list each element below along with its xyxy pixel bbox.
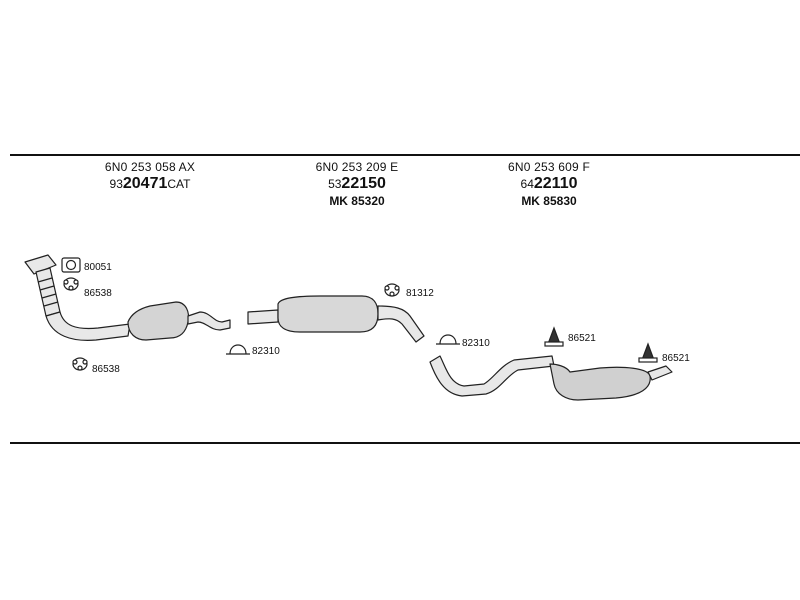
part-label-81312: 81312: [406, 288, 434, 299]
rear-silencer: [549, 363, 673, 401]
center-silencer: [247, 295, 425, 343]
rubber-mount-icon: [72, 357, 88, 371]
part-number-prefix: 53: [328, 177, 342, 191]
part-number-prefix: 93: [109, 177, 123, 191]
part-number-main: 22150: [341, 175, 386, 192]
part-label-82310: 82310: [462, 338, 490, 349]
clamp-icon: [226, 344, 250, 355]
section-1-header: 6N0 253 058 AX 9320471CAT: [70, 160, 230, 194]
part-label-82310: 82310: [252, 346, 280, 357]
section-3-header: 6N0 253 609 F 6422110 MK 85830: [469, 160, 629, 208]
bottom-divider: [10, 442, 800, 444]
part-label-86521: 86521: [568, 333, 596, 344]
rubber-mount-icon: [384, 283, 400, 297]
gasket-icon: [61, 257, 81, 273]
part-number-prefix: 64: [520, 177, 534, 191]
part-label-86538: 86538: [84, 288, 112, 299]
oem-number: 6N0 253 209 E: [315, 160, 399, 174]
section-2-header: 6N0 253 209 E 5322150 MK 85320: [277, 160, 437, 208]
rear-pipe: [429, 355, 555, 397]
hanger-icon: [638, 342, 658, 363]
clamp-icon: [436, 334, 460, 345]
oem-number: 6N0 253 609 F: [508, 160, 590, 174]
mk-number: MK 85830: [521, 194, 577, 208]
rubber-mount-icon: [63, 277, 79, 291]
part-number: 9320471CAT: [70, 174, 230, 194]
top-divider: [10, 154, 800, 156]
oem-number: 6N0 253 058 AX: [104, 160, 196, 174]
part-number-suffix: CAT: [167, 177, 191, 191]
part-number-main: 22110: [533, 175, 578, 192]
part-label-86521: 86521: [662, 353, 690, 364]
part-number-main: 20471: [122, 175, 168, 192]
catalytic-converter: [127, 301, 231, 341]
part-label-86538: 86538: [92, 364, 120, 375]
hanger-icon: [544, 326, 564, 347]
part-number: 6422110: [469, 174, 629, 194]
part-label-80051: 80051: [84, 262, 112, 273]
mk-number: MK 85320: [329, 194, 385, 208]
part-number: 5322150: [277, 174, 437, 194]
